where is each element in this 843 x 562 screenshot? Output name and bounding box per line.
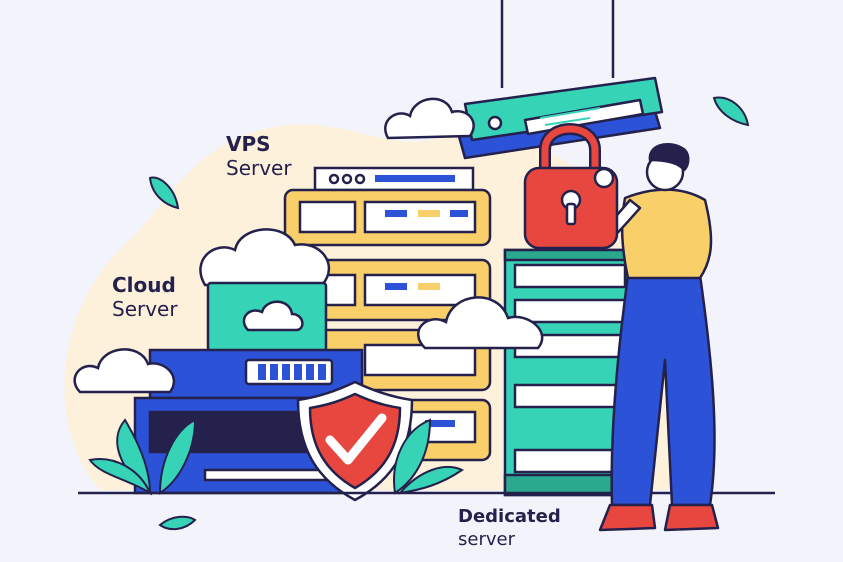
vps-label-line2: Server <box>226 156 292 180</box>
padlock-icon <box>523 123 619 250</box>
cloud-label-line2: Server <box>112 297 178 321</box>
server-rack-icon <box>503 248 637 497</box>
cloud-icon <box>73 348 176 394</box>
cloud-label-line1: Cloud <box>112 273 176 297</box>
leaf-icon <box>88 418 465 496</box>
cloud-icon <box>384 97 475 140</box>
leaf-icon <box>148 96 750 531</box>
cloud-server-label: Cloud Server <box>112 273 178 321</box>
cloud-server-box <box>199 228 331 353</box>
vps-server-label: VPS Server <box>226 132 292 180</box>
hanging-server-sign <box>453 76 664 160</box>
cloud-icon <box>417 296 544 350</box>
shield-check-icon <box>296 380 414 502</box>
dedicated-label-line2: server <box>458 529 515 550</box>
dedicated-server-label: Dedicated server <box>458 505 561 551</box>
dedicated-label-line1: Dedicated <box>458 506 561 527</box>
hanging-rods <box>500 0 615 88</box>
vps-label-line1: VPS <box>226 132 271 156</box>
